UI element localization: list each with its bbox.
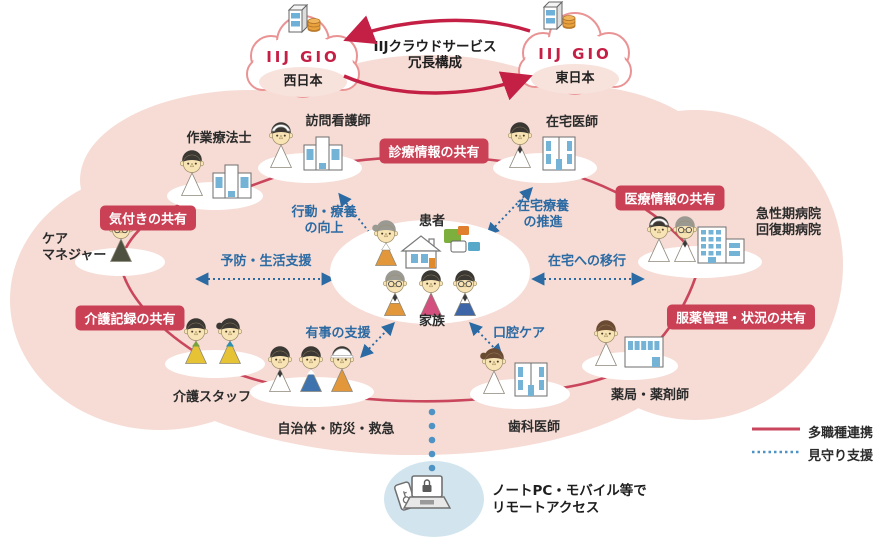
cloud-redundancy-caption: IIJクラウドサービス 冗長構成 (355, 39, 515, 71)
label-visiting-nurse: 訪問看護師 (305, 114, 371, 129)
label-home-doctor: 在宅医師 (545, 115, 599, 130)
badge-care-records-sharing: 介護記録の共有 (75, 305, 185, 331)
label-dentist: 歯科医師 (507, 420, 561, 435)
support-arrow-doctor (486, 186, 533, 237)
label-care-manager-line1: ケア (42, 232, 69, 247)
label-occupational-therapist: 作業療法士 (186, 131, 252, 146)
region-east: 東日本 (555, 71, 595, 86)
hospital-staff-icon (644, 208, 746, 266)
care-staff-icon (181, 314, 249, 368)
region-west: 西日本 (283, 74, 323, 89)
support-arrow-nurse (338, 192, 382, 249)
label-behavior-line1: 行動・療養 (291, 205, 357, 220)
house-icon (400, 234, 442, 270)
patient-icon (370, 216, 402, 270)
label-homecare-promotion: 在宅療養 の推進 (517, 199, 569, 231)
iij-gio-logo-east: IIJ GIO (538, 45, 612, 63)
badge-medication-sharing: 服薬管理・状況の共有 (666, 304, 816, 330)
iij-gio-logo-west: IIJ GIO (266, 48, 340, 66)
label-oral-care: 口腔ケア (492, 326, 546, 341)
remote-access-text: ノートPC・モバイル等で リモートアクセス (492, 483, 647, 517)
cloud-east-shape (518, 12, 632, 95)
legend-multidisciplinary-label: 多職種連携 (808, 426, 874, 441)
label-pharmacy: 薬局・薬剤師 (610, 388, 690, 403)
visiting-nurse-icon (266, 118, 348, 172)
speech-bubbles-icon (444, 226, 484, 256)
label-patient: 患者 (418, 214, 446, 229)
home-doctor-icon (505, 118, 581, 172)
server-database-icon (286, 4, 322, 34)
label-behavior-line2: の向上 (304, 221, 344, 236)
label-care-staff: 介護スタッフ (172, 390, 252, 405)
cloud-sync-arrow-top (343, 15, 531, 45)
remote-access-line2: リモートアクセス (492, 500, 600, 516)
label-care-manager-line2: マネジャー (42, 248, 107, 263)
cloud-sync-arrow-bottom (343, 71, 533, 101)
label-family: 家族 (418, 314, 446, 329)
caption-line2: 冗長構成 (408, 54, 462, 71)
caption-line1: IIJクラウドサービス (373, 39, 497, 55)
cloud-west: IIJ GIO 西日本 (233, 6, 373, 106)
label-emergency-support: 有事の支援 (305, 326, 371, 341)
label-homecare-line1: 在宅療養 (516, 199, 570, 214)
label-homecare-line2: の推進 (523, 215, 563, 230)
municipality-team-icon (265, 342, 359, 396)
dentist-icon (479, 344, 553, 398)
platform-care-staff (165, 350, 265, 378)
remote-monitoring-dots (428, 408, 436, 472)
occupational-therapist-icon (177, 146, 253, 200)
badge-awareness-sharing: 気付きの共有 (99, 205, 197, 231)
remote-access-line1: ノートPC・モバイル等で (492, 483, 647, 499)
label-municipality: 自治体・防災・救急 (277, 422, 395, 437)
label-care-manager: ケア マネジャー (42, 232, 106, 264)
server-database-icon (541, 1, 577, 31)
pharmacist-icon (591, 316, 667, 370)
label-hospital-line1: 急性期病院 (756, 207, 822, 222)
laptop-mobile-icon (392, 474, 454, 522)
label-hospital-line2: 回復期病院 (756, 223, 822, 238)
family-icon (380, 266, 482, 320)
label-prevention-support: 予防・生活支援 (220, 254, 312, 269)
badge-clinical-info-sharing: 診療情報の共有 (379, 138, 489, 164)
legend-monitoring-label: 見守り支援 (808, 449, 874, 464)
badge-medical-info-sharing: 医療情報の共有 (615, 185, 725, 211)
label-transition-home: 在宅への移行 (547, 254, 627, 269)
label-hospital: 急性期病院 回復期病院 (756, 207, 821, 239)
cloud-west-shape (246, 15, 360, 98)
label-behavior-improvement: 行動・療養 の向上 (291, 205, 356, 237)
cloud-east: IIJ GIO 東日本 (505, 3, 645, 103)
